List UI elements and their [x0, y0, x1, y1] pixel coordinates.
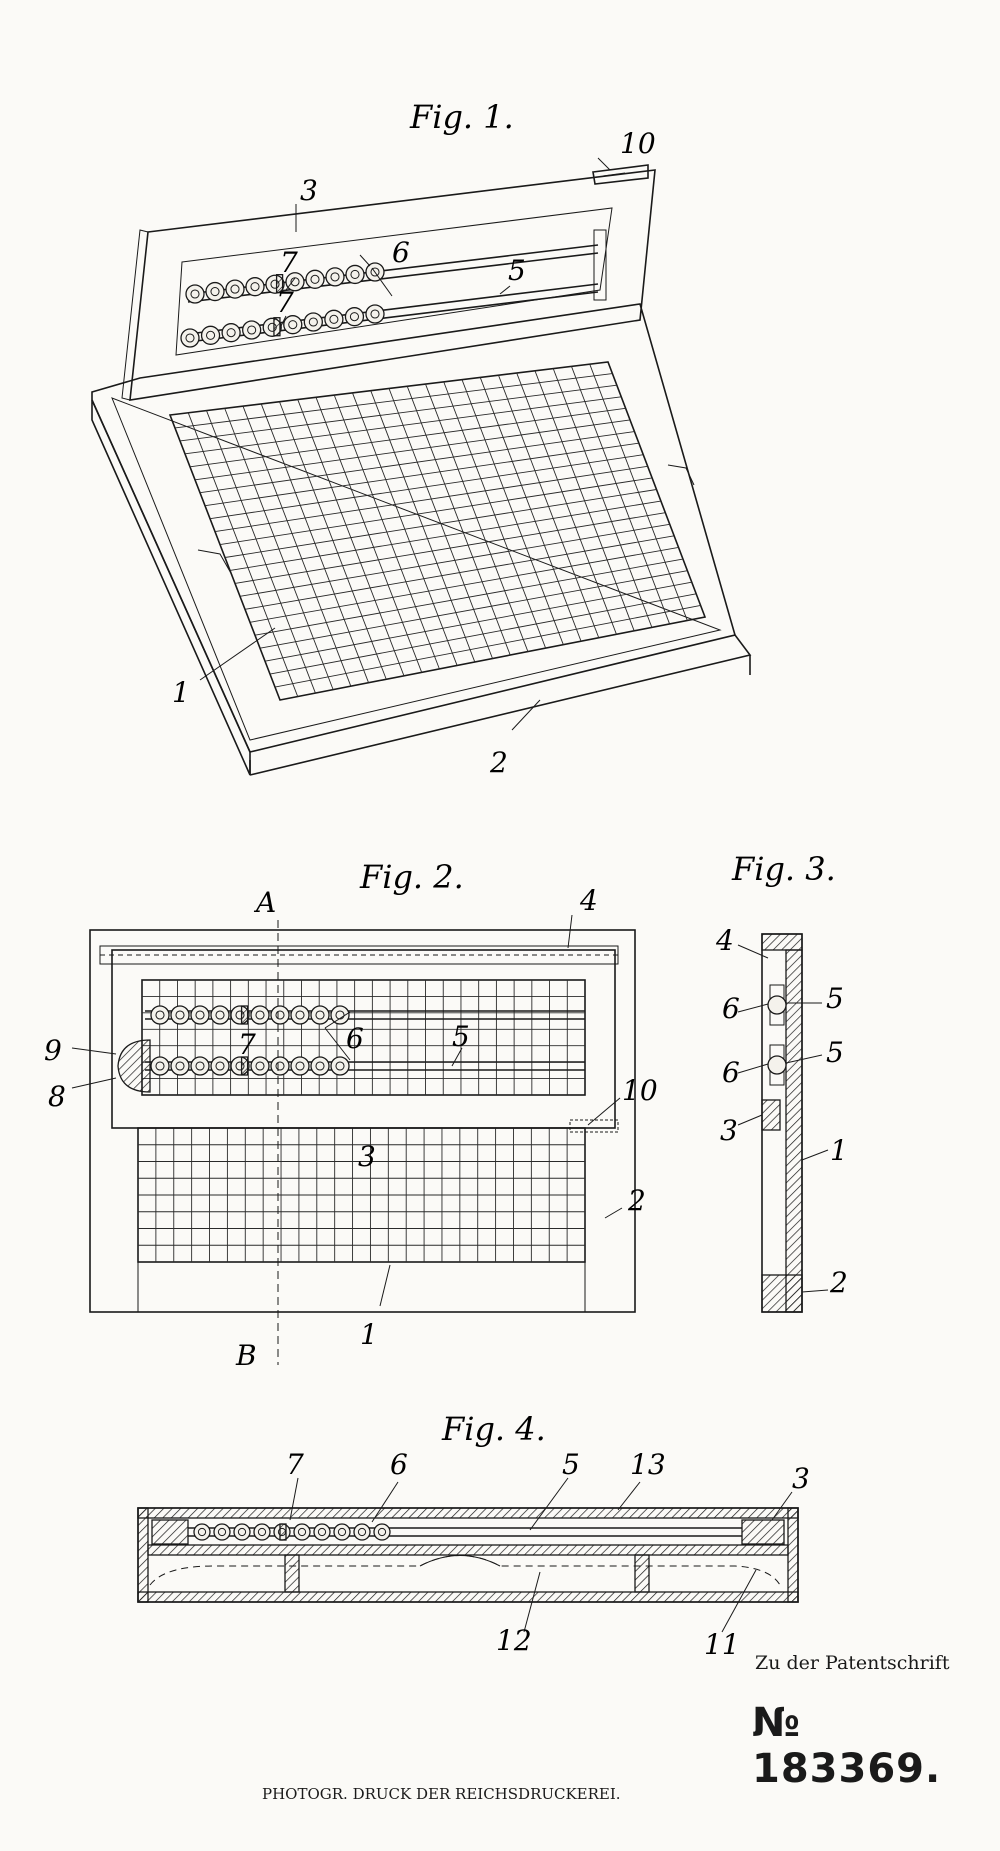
label-10: 10	[620, 127, 656, 160]
bead-row-bottom	[180, 304, 385, 348]
figure-1: Fig. 1.	[91, 98, 752, 779]
label-6: 6	[390, 1448, 408, 1481]
label-7: 7	[280, 246, 298, 279]
label-1: 1	[172, 676, 190, 709]
side-section	[761, 933, 803, 1313]
label-5: 5	[508, 254, 526, 287]
label-12: 12	[496, 1624, 532, 1657]
print-credit: PHOTOGR. DRUCK DER REICHSDRUCKEREI.	[262, 1785, 621, 1803]
label-11: 11	[704, 1628, 740, 1661]
label-3: 3	[792, 1462, 810, 1495]
figure-1-labels: 3 10 7 6 5 7 1 2	[172, 127, 656, 779]
label-1: 1	[830, 1134, 848, 1167]
figure-4-labels: 7 6 5 13 3 12 11	[286, 1448, 810, 1661]
label-5a: 5	[826, 982, 844, 1015]
lid-frame	[121, 164, 656, 401]
box-outline	[89, 929, 636, 1313]
label-13: 13	[630, 1448, 666, 1481]
figure-2: Fig. 2.	[44, 858, 658, 1372]
grid-board	[168, 361, 707, 701]
label-6b: 6	[722, 1056, 740, 1089]
label-2: 2	[489, 746, 508, 779]
patent-number: № 183369.	[752, 1700, 942, 1792]
label-4: 4	[579, 884, 598, 917]
label-1: 1	[360, 1318, 378, 1351]
figure-2-leaders	[71, 914, 623, 1307]
figure-4: Fig. 4. 7	[137, 1410, 810, 1661]
figure-4-leaders	[289, 1477, 793, 1633]
label-2: 2	[829, 1266, 848, 1299]
grid-board-lower	[137, 1127, 586, 1263]
label-3: 3	[300, 174, 318, 207]
patent-caption: Zu der Patentschrift	[755, 1652, 950, 1674]
figure-1-leaders	[199, 157, 611, 731]
figure-1-title: Fig. 1.	[409, 98, 514, 136]
label-7: 7	[286, 1448, 304, 1481]
figure-3-leaders	[737, 944, 829, 1293]
figure-3: Fig. 3. 4 6 5 6 5 3	[715, 850, 848, 1313]
label-6a: 6	[722, 992, 740, 1025]
bead-row-top-view-2	[150, 1056, 350, 1076]
label-7: 7	[238, 1028, 256, 1061]
label-3: 3	[358, 1140, 376, 1173]
label-5: 5	[452, 1020, 470, 1053]
label-2: 2	[627, 1184, 646, 1217]
label-5: 5	[562, 1448, 580, 1481]
label-4: 4	[715, 924, 734, 957]
label-7b: 7	[276, 286, 294, 319]
bead-row-section	[193, 1523, 391, 1541]
figure-2-labels: A B 4 6 7 5 9 8 10 3 2 1	[44, 884, 658, 1372]
bead-row-top-view-1	[150, 1005, 350, 1025]
lid-frame-top-view	[99, 945, 619, 1133]
label-6: 6	[346, 1022, 364, 1055]
figure-4-title: Fig. 4.	[441, 1410, 546, 1448]
label-3: 3	[720, 1114, 738, 1147]
figure-2-title: Fig. 2.	[359, 858, 464, 896]
figure-3-title: Fig. 3.	[731, 850, 836, 888]
label-9: 9	[44, 1034, 62, 1067]
bead-row-top	[185, 262, 385, 304]
label-6: 6	[392, 236, 410, 269]
label-B: B	[235, 1339, 257, 1372]
figure-3-labels: 4 6 5 6 5 3 1 2	[715, 924, 848, 1299]
label-10: 10	[622, 1074, 658, 1107]
long-section	[137, 1507, 799, 1603]
label-8: 8	[48, 1080, 66, 1113]
label-A: A	[253, 886, 276, 919]
label-5b: 5	[826, 1036, 844, 1069]
